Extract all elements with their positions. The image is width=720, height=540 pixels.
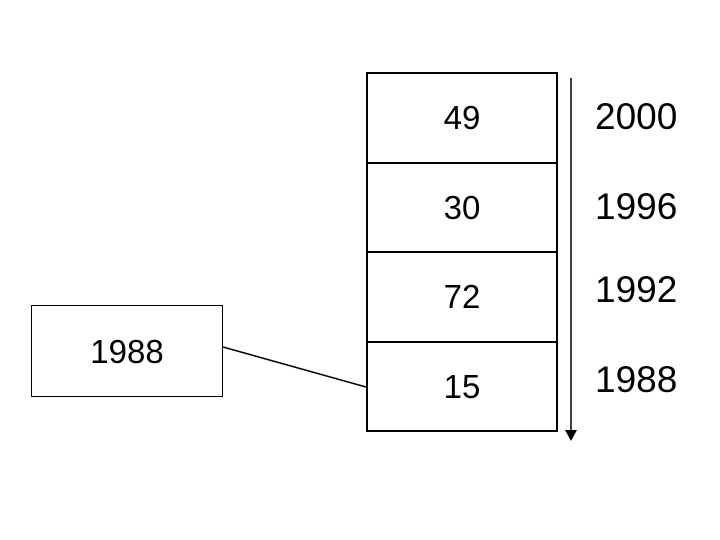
callout-label: 1988 <box>90 332 164 370</box>
year-label-1996: 1996 <box>595 186 678 227</box>
timeline-down-arrow-icon <box>565 78 577 441</box>
stack-cell-2000: 49 <box>368 74 556 162</box>
cell-value: 72 <box>443 278 481 316</box>
cell-value: 15 <box>443 367 481 405</box>
cell-value: 49 <box>443 99 481 137</box>
callout-connector-line <box>222 346 367 388</box>
year-label-2000: 2000 <box>595 96 678 137</box>
year-label-1988: 1988 <box>595 359 678 400</box>
cell-value: 30 <box>443 188 481 226</box>
callout-box: 1988 <box>31 305 223 397</box>
stack-cell-1996: 30 <box>368 161 556 252</box>
value-stack: 49 30 72 15 <box>366 72 558 432</box>
year-label-1992: 1992 <box>595 269 678 310</box>
stack-cell-1992: 72 <box>368 251 556 341</box>
stack-cell-1988: 15 <box>368 340 556 431</box>
